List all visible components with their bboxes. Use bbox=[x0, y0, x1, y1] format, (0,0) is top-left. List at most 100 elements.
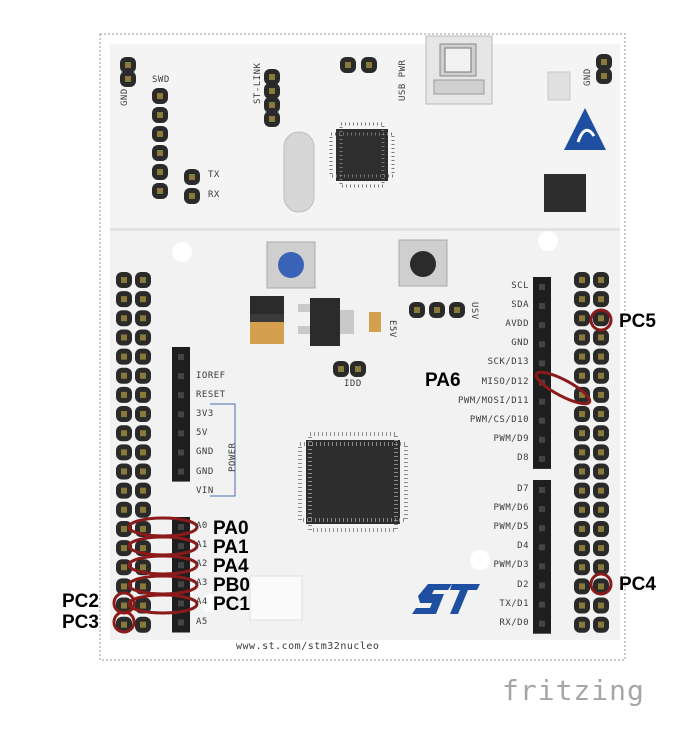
digital-pin-label-pwm-d5: PWM/D5 bbox=[493, 523, 529, 532]
pin-pad bbox=[121, 469, 127, 475]
board-url: www.st.com/stm32nucleo bbox=[236, 641, 379, 652]
pin-pad bbox=[140, 622, 146, 628]
label-pc3: PC3 bbox=[62, 613, 99, 632]
digital-low-socket bbox=[533, 480, 551, 634]
digital-pin-label-pwm-d3: PWM/D3 bbox=[493, 561, 529, 570]
section-divider bbox=[110, 228, 620, 231]
usb-connector bbox=[426, 36, 492, 104]
pin-pad bbox=[140, 334, 146, 340]
socket-hole bbox=[178, 562, 184, 568]
socket-hole bbox=[539, 437, 545, 443]
gnd-silk-label: GND bbox=[121, 88, 130, 106]
pin-pad bbox=[269, 74, 275, 80]
socket-hole bbox=[539, 621, 545, 627]
pin-pad bbox=[598, 449, 604, 455]
pin-pad bbox=[579, 603, 585, 609]
pin-pad bbox=[601, 59, 607, 65]
pin-pad bbox=[140, 488, 146, 494]
reset-button bbox=[399, 240, 447, 286]
pin-pad bbox=[157, 150, 163, 156]
user-button bbox=[267, 242, 315, 288]
pin-pad bbox=[121, 449, 127, 455]
pin-pad bbox=[579, 583, 585, 589]
pin-pad bbox=[598, 583, 604, 589]
power-silk-label: POWER bbox=[229, 442, 238, 472]
stlink-mcu bbox=[331, 124, 393, 186]
label-pa1: PA1 bbox=[213, 538, 249, 557]
pin-pad bbox=[157, 131, 163, 137]
pin-pad bbox=[125, 62, 131, 68]
pin-pad bbox=[140, 469, 146, 475]
pin-pad bbox=[598, 469, 604, 475]
label-pa6: PA6 bbox=[425, 371, 461, 390]
socket-hole bbox=[178, 469, 184, 475]
pin-pad bbox=[157, 112, 163, 118]
socket-hole bbox=[178, 581, 184, 587]
pin-pad bbox=[121, 583, 127, 589]
digital-pin-label-d4: D4 bbox=[517, 542, 529, 551]
analog-pin-label-a3: A3 bbox=[196, 579, 208, 588]
pin-pad bbox=[121, 411, 127, 417]
pin-pad bbox=[598, 430, 604, 436]
pin-pad bbox=[579, 373, 585, 379]
socket-hole bbox=[539, 602, 545, 608]
pin-pad bbox=[189, 193, 195, 199]
pin-pad bbox=[121, 622, 127, 628]
digital-pin-label-sda: SDA bbox=[511, 301, 529, 310]
socket-hole bbox=[539, 322, 545, 328]
rx-silk-label: RX bbox=[208, 191, 220, 200]
pin-pad bbox=[579, 354, 585, 360]
analog-pin-label-a4: A4 bbox=[196, 598, 208, 607]
pin-pad bbox=[140, 603, 146, 609]
pin-pad bbox=[598, 334, 604, 340]
pin-pad bbox=[121, 545, 127, 551]
diode bbox=[250, 296, 284, 314]
pin-pad bbox=[579, 296, 585, 302]
tantalum-cap bbox=[250, 322, 284, 344]
pin-pad bbox=[598, 296, 604, 302]
pin-pad bbox=[366, 62, 372, 68]
pin-pad bbox=[121, 603, 127, 609]
digital-pin-label-rx-d0: RX/D0 bbox=[499, 619, 529, 628]
pin-pad bbox=[140, 277, 146, 283]
digital-pin-label-miso-d12: MISO/D12 bbox=[482, 378, 529, 387]
label-pc4: PC4 bbox=[619, 575, 656, 594]
pin-pad bbox=[121, 430, 127, 436]
led bbox=[548, 72, 570, 100]
pin-pad bbox=[579, 507, 585, 513]
pin-pad bbox=[121, 507, 127, 513]
fritzing-watermark: fritzing bbox=[502, 674, 645, 707]
idd-silk-label: IDD bbox=[344, 380, 362, 389]
power-pin-label-ioref: IOREF bbox=[196, 372, 226, 381]
pin-pad bbox=[598, 277, 604, 283]
pin-pad bbox=[189, 174, 195, 180]
analog-pin-label-a0: A0 bbox=[196, 522, 208, 531]
pin-pad bbox=[121, 526, 127, 532]
power-pin-label-vin: VIN bbox=[196, 487, 214, 496]
pin-pad bbox=[601, 73, 607, 79]
pin-pad bbox=[157, 93, 163, 99]
power-pin-label-gnd: GND bbox=[196, 468, 214, 477]
pin-pad bbox=[579, 277, 585, 283]
pin-pad bbox=[140, 583, 146, 589]
small-cap bbox=[369, 312, 381, 332]
socket-hole bbox=[539, 399, 545, 405]
pin-pad bbox=[338, 366, 344, 372]
pin-pad bbox=[269, 116, 275, 122]
digital-pin-label-pwm-cs-d10: PWM/CS/D10 bbox=[470, 416, 529, 425]
pin-pad bbox=[140, 411, 146, 417]
pin-pad bbox=[414, 307, 420, 313]
digital-pin-label-gnd: GND bbox=[511, 339, 529, 348]
pin-pad bbox=[121, 315, 127, 321]
socket-hole bbox=[539, 418, 545, 424]
tx-silk-label: TX bbox=[208, 171, 220, 180]
socket-hole bbox=[178, 411, 184, 417]
socket-hole bbox=[178, 620, 184, 626]
pin-pad bbox=[121, 392, 127, 398]
digital-pin-label-pwm-d9: PWM/D9 bbox=[493, 435, 529, 444]
socket-hole bbox=[178, 543, 184, 549]
power-pin-label-reset: RESET bbox=[196, 391, 226, 400]
crystal bbox=[284, 132, 314, 212]
socket-hole bbox=[539, 284, 545, 290]
